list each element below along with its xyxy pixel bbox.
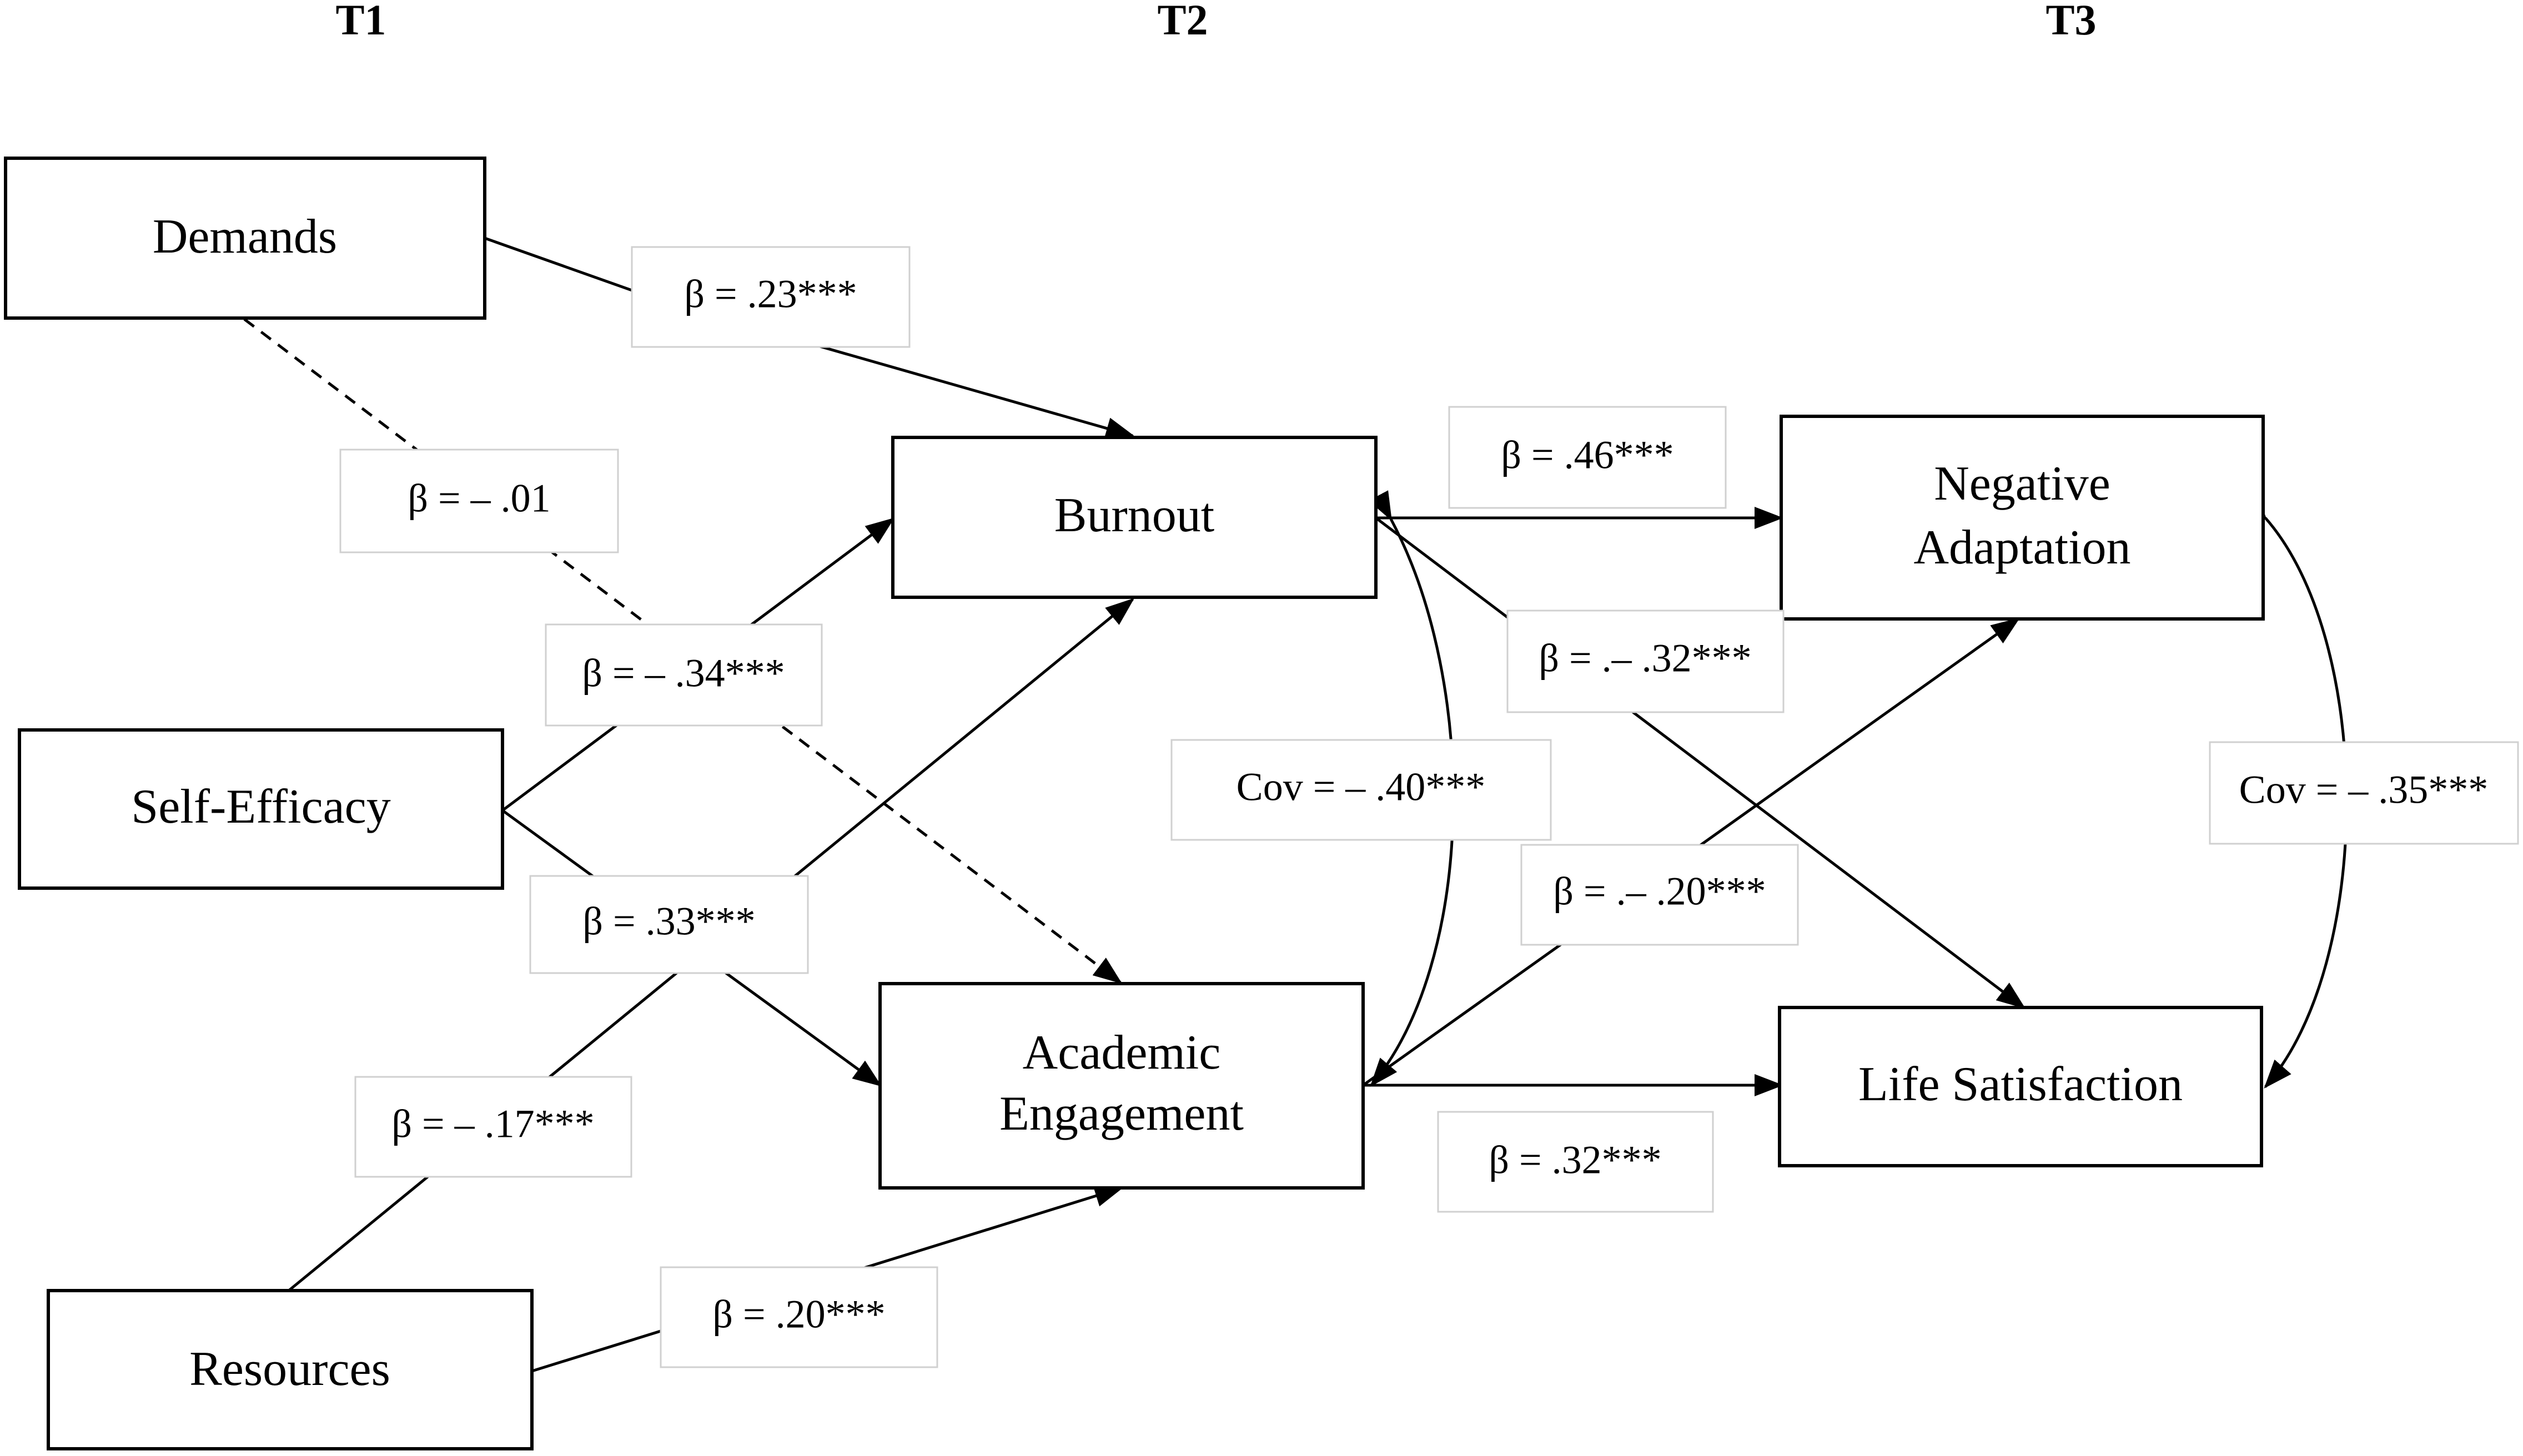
coef-demands-burnout: β = .23*** (631, 246, 911, 348)
coef-demands-burnout-text: β = .23*** (684, 272, 857, 316)
node-academic-engagement-label-line1: Academic (1023, 1026, 1221, 1080)
node-self-efficacy: Self-Efficacy (18, 728, 504, 890)
coef-burnout-negadapt: β = .46*** (1448, 406, 1727, 509)
coef-burnout-lifesat: β = .– .32*** (1506, 609, 1785, 713)
header-t3: T3 (2045, 0, 2096, 44)
node-life-satisfaction: Life Satisfaction (1778, 1006, 2263, 1167)
coef-resources-burnout-text: β = .33*** (582, 899, 755, 944)
coef-demands-engagement-text: β = – .01 (408, 476, 550, 521)
coef-selfefficacy-engagement: β = – .34*** (545, 623, 823, 727)
edge-burnout-lifesat (1375, 517, 2026, 1009)
node-demands-label: Demands (153, 210, 337, 264)
node-demands: Demands (4, 157, 486, 320)
node-life-satisfaction-label: Life Satisfaction (1858, 1057, 2183, 1111)
coef-selfefficacy-engagement-text: β = – .34*** (582, 651, 785, 696)
coef-resources-engagement-text: β = .20*** (712, 1292, 885, 1337)
coef-resources-engagement: β = .20*** (660, 1266, 938, 1368)
coef-engagement-lifesat-text: β = .32*** (1489, 1138, 1661, 1182)
node-resources-label: Resources (189, 1342, 390, 1396)
node-academic-engagement-label-line2: Engagement (999, 1087, 1244, 1141)
coef-engagement-negadapt-text: β = .– .20*** (1553, 869, 1766, 914)
header-t2: T2 (1157, 0, 1208, 44)
header-t1: T1 (335, 0, 386, 44)
coef-burnout-lifesat-text: β = .– .32*** (1539, 636, 1751, 681)
coef-cov-negadapt-lifesat: Cov = – .35*** (2209, 741, 2519, 845)
coef-demands-engagement: β = – .01 (339, 449, 619, 553)
node-self-efficacy-label: Self-Efficacy (131, 780, 390, 834)
coef-cov-burnout-engagement: Cov = – .40*** (1170, 739, 1552, 841)
coef-selfefficacy-burnout: β = – .17*** (354, 1076, 632, 1178)
coef-engagement-lifesat: β = .32*** (1437, 1111, 1714, 1213)
coef-selfefficacy-burnout-text: β = – .17*** (391, 1102, 594, 1146)
node-burnout: Burnout (891, 436, 1378, 599)
coef-cov-negadapt-lifesat-text: Cov = – .35*** (2239, 768, 2489, 812)
node-negative-adaptation: Negative Adaptation (1780, 415, 2265, 621)
node-resources: Resources (47, 1289, 534, 1450)
coef-resources-burnout: β = .33*** (529, 875, 809, 974)
node-academic-engagement: Academic Engagement (878, 982, 1365, 1190)
coef-burnout-negadapt-text: β = .46*** (1501, 433, 1673, 477)
node-negative-adaptation-label-line2: Adaptation (1913, 521, 2130, 575)
coef-cov-burnout-engagement-text: Cov = – .40*** (1237, 765, 1486, 809)
node-burnout-label: Burnout (1054, 488, 1214, 542)
node-negative-adaptation-label-line1: Negative (1934, 457, 2110, 511)
coef-engagement-negadapt: β = .– .20*** (1520, 844, 1799, 946)
